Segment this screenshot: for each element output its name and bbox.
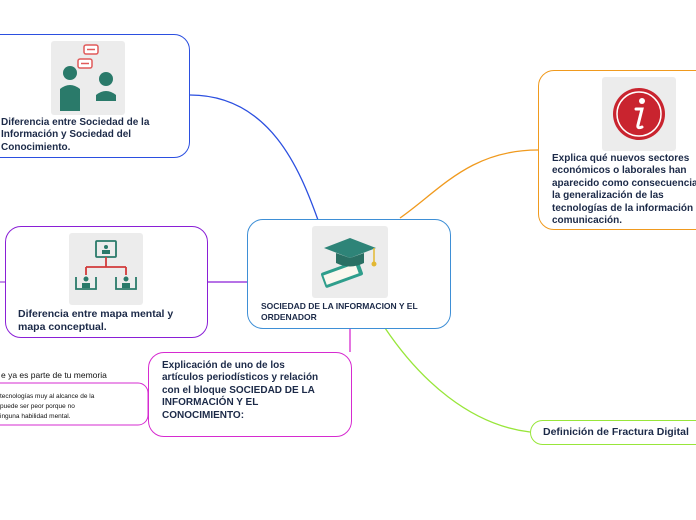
topic-articulos-label: Explicación de uno de los artículos peri… <box>162 360 319 421</box>
central-title: SOCIEDAD DE LA INFORMACION Y EL ORDENADO… <box>261 301 418 323</box>
org-chart-icon <box>69 233 143 305</box>
subtopic-tecnologias[interactable]: tecnologías muy al alcance de la puede s… <box>0 392 146 421</box>
topic-mapa-label: Diferencia entre mapa mental y mapa conc… <box>18 308 174 334</box>
subtopic-tecnologias-line: inguna habilidad mental. <box>0 412 71 420</box>
subtopic-tecnologias-line: puede ser peor porque no <box>0 402 75 410</box>
topic-fractura-label: Definición de Fractura Digital <box>543 426 689 438</box>
people-chat-icon <box>51 41 125 115</box>
topic-sectores[interactable]: Explica qué nuevos sectores económicos o… <box>538 70 696 230</box>
central-node[interactable]: SOCIEDAD DE LA INFORMACION Y EL ORDENADO… <box>247 219 451 329</box>
topic-sociedad[interactable]: Diferencia entre Sociedad de la Informac… <box>0 34 190 158</box>
subtopic-memoria[interactable]: e ya es parte de tu memoria <box>1 370 107 380</box>
topic-mapa[interactable]: Diferencia entre mapa mental y mapa conc… <box>5 226 208 338</box>
topic-sectores-label: Explica qué nuevos sectores económicos o… <box>552 153 696 226</box>
topic-fractura[interactable]: Definición de Fractura Digital <box>530 420 696 445</box>
link-sectores <box>399 149 539 219</box>
link-fractura <box>384 327 531 433</box>
info-icon <box>602 77 676 151</box>
graduation-cap-icon <box>312 226 388 298</box>
link-sociedad <box>189 94 319 221</box>
topic-sociedad-label: Diferencia entre Sociedad de la Informac… <box>1 117 150 153</box>
topic-articulos[interactable]: Explicación de uno de los artículos peri… <box>148 352 352 437</box>
subtopic-tecnologias-line: tecnologías muy al alcance de la <box>0 393 95 400</box>
